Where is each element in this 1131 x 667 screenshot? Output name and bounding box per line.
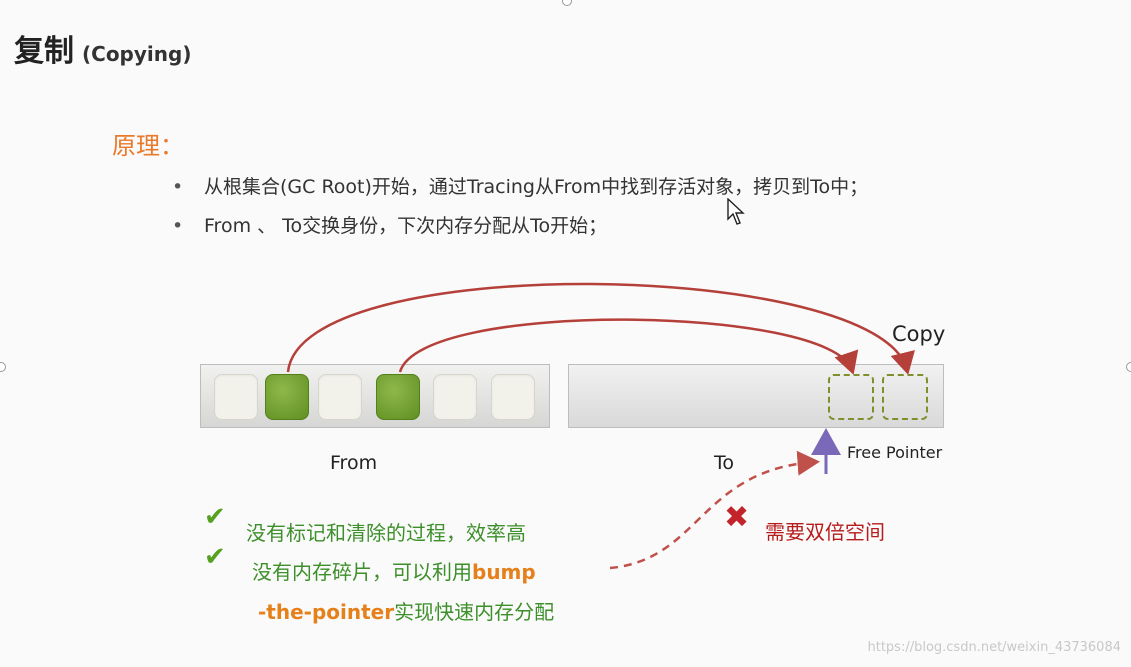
watermark: https://blog.csdn.net/weixin_43736084: [867, 640, 1121, 655]
advantage-highlight: -the-pointer: [258, 600, 395, 624]
resize-handle-top[interactable]: [562, 0, 572, 6]
to-label: To: [714, 452, 735, 474]
principle-heading: 原理：: [112, 132, 184, 160]
title-sub: (Copying): [82, 42, 192, 66]
advantage-item: 没有标记和清除的过程，效率高: [246, 517, 526, 546]
from-space: [200, 364, 550, 428]
copy-label: Copy: [892, 322, 946, 346]
memory-cell: [265, 374, 309, 420]
resize-handle-left[interactable]: [0, 362, 6, 372]
advantage-text: 没有内存碎片，可以利用: [252, 560, 472, 584]
cursor-icon: [727, 198, 745, 225]
copy-arc-outer: [286, 282, 915, 375]
advantage-text: 没有标记和清除的过程，效率高: [246, 521, 526, 545]
advantage-item: 没有内存碎片，可以利用bump: [252, 556, 536, 585]
memory-cell: [214, 374, 258, 420]
bullet-text: From 、 To交换身份，下次内存分配从To开始；: [204, 215, 608, 237]
disadvantage-text: 需要双倍空间: [765, 520, 885, 544]
bullet-item: • From 、 To交换身份，下次内存分配从To开始；: [172, 211, 607, 238]
dashed-link-arrow: [609, 450, 820, 570]
bullet-dot: •: [172, 215, 184, 237]
to-space: [568, 364, 944, 428]
title-main: 复制: [14, 34, 74, 69]
slide-title: 复制 (Copying): [14, 26, 191, 70]
memory-cell: [433, 374, 477, 420]
advantage-highlight: bump: [472, 560, 536, 584]
advantage-item-continued: -the-pointer实现快速内存分配: [258, 596, 554, 625]
check-icon: ✔: [204, 542, 226, 572]
check-icon: ✔: [204, 502, 226, 532]
copied-cell: [828, 374, 874, 420]
copied-cell: [882, 374, 928, 420]
resize-handle-right[interactable]: [1126, 362, 1131, 372]
memory-cell: [318, 374, 362, 420]
bullet-dot: •: [172, 176, 184, 198]
free-pointer-label: Free Pointer: [847, 443, 943, 462]
bullet-text: 从根集合(GC Root)开始，通过Tracing从From中找到存活对象，拷贝…: [204, 176, 869, 198]
from-label: From: [330, 452, 378, 474]
bullet-item: • 从根集合(GC Root)开始，通过Tracing从From中找到存活对象，拷…: [172, 172, 868, 199]
advantage-text: 实现快速内存分配: [394, 600, 555, 624]
memory-cell: [491, 374, 535, 420]
memory-cell: [376, 374, 420, 420]
cross-icon: ✖: [724, 500, 750, 535]
